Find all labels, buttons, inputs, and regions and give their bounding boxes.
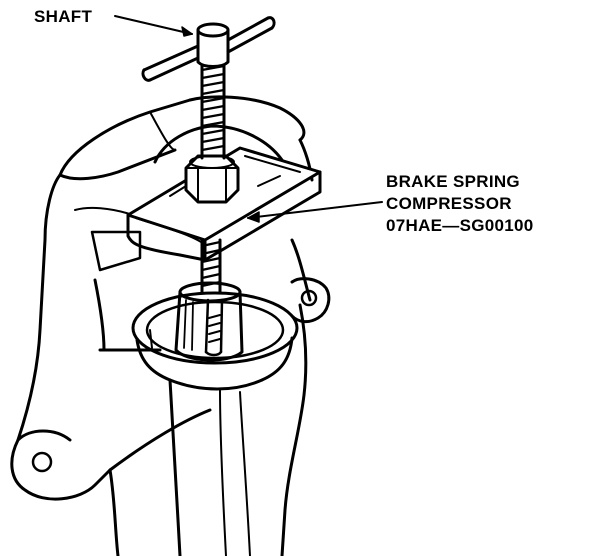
hex-nut bbox=[184, 154, 240, 204]
tool-label-line-1: BRAKE SPRING bbox=[386, 172, 520, 191]
tool-part-number: 07HAE—SG00100 bbox=[386, 216, 534, 235]
body-top-boss bbox=[153, 95, 306, 164]
tool-leader-arrowhead bbox=[247, 211, 260, 223]
slotted-adapter bbox=[174, 281, 244, 362]
threaded-shaft-upper bbox=[196, 22, 230, 160]
t-handle bbox=[141, 16, 276, 82]
leader-lines bbox=[114, 15, 383, 223]
shaft-leader-arrowhead bbox=[181, 26, 193, 37]
tool-label-line-2: COMPRESSOR bbox=[386, 194, 512, 213]
tool-leader-line bbox=[247, 201, 383, 219]
shaft-leader-line bbox=[114, 15, 193, 35]
threaded-shaft-lower bbox=[200, 238, 222, 294]
brake-spring-compressor-label: BRAKE SPRING COMPRESSOR 07HAE—SG00100 bbox=[386, 171, 534, 237]
shaft-label: SHAFT bbox=[34, 7, 93, 26]
